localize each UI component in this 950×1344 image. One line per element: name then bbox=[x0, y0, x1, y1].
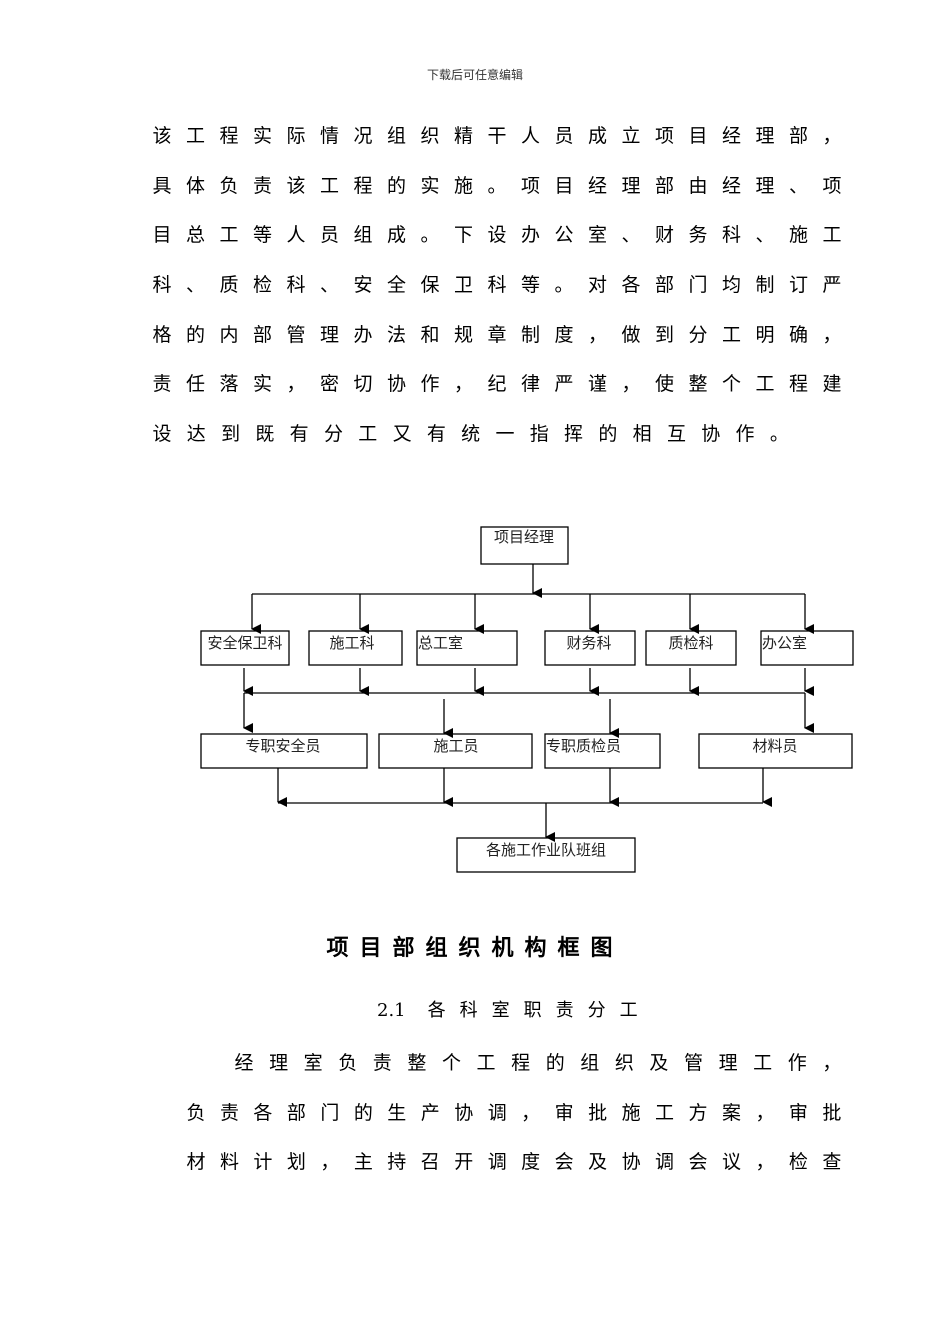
org-dept-label: 质检科 bbox=[668, 634, 713, 652]
body-paragraph-2: 经理室负责整个工程的组织及管理工作， 负责各部门的生产协调，审批施工方案，审批材料… bbox=[186, 1039, 842, 1188]
section-title: 各科室职责分工 bbox=[427, 1000, 652, 1021]
chart-title: 项目部组织机构框图 bbox=[326, 936, 624, 961]
section-number: 2.1 bbox=[377, 1000, 406, 1021]
paragraph-line: 责任落实，密切协作，纪律严谨，使整个工程建 bbox=[152, 373, 842, 396]
header-note: 下载后可任意编辑 bbox=[426, 68, 523, 82]
paragraph-line: 设达到既有分工又有统一指挥的相互协作。 bbox=[152, 423, 789, 446]
body-paragraph-1: 该工程实际情况组织精干人员成立项目经理部， 具体负责该工程的实施。项目经理部由经理… bbox=[152, 112, 842, 460]
org-staff-label: 施工员 bbox=[433, 737, 478, 755]
paragraph-line: 负责各部门的生产协调，审批施工方案，审批 bbox=[186, 1101, 842, 1124]
org-staff-label: 专职质检员 bbox=[546, 737, 621, 755]
org-dept-label: 总工室 bbox=[418, 634, 463, 652]
org-chart: 项目经理 安全保卫科 施工科 总工室 财务科 质检科 办公室 专职安全员 施工员… bbox=[200, 526, 854, 873]
paragraph-line: 格的内部管理办法和规章制度，做到分工明确， bbox=[152, 323, 842, 346]
org-root-box bbox=[480, 526, 569, 565]
paragraph-line: 该工程实际情况组织精干人员成立项目经理部， bbox=[152, 125, 842, 147]
org-dept-label: 施工科 bbox=[329, 634, 374, 652]
paragraph-line: 具体负责该工程的实施。项目经理部由经理、项 bbox=[152, 174, 842, 197]
paragraph-line: 材料计划，主持召开调度会及协调会议，检查 bbox=[186, 1151, 842, 1174]
paragraph-line: 经理室负责整个工程的组织及管理工作， bbox=[234, 1052, 842, 1074]
org-dept-label: 安全保卫科 bbox=[207, 634, 282, 652]
paragraph-line: 科、质检科、安全保卫科等。对各部门均制订严 bbox=[152, 274, 842, 297]
paragraph-line: 目总工等人员组成。下设办公室、财务科、施工 bbox=[152, 224, 842, 247]
section-heading: 2.1 各科室职责分工 bbox=[377, 996, 652, 1022]
org-bottom-label: 各施工作业队班组 bbox=[486, 841, 606, 859]
org-dept-label: 财务科 bbox=[566, 634, 611, 652]
org-staff-label: 材料员 bbox=[752, 737, 797, 755]
org-staff-label: 专职安全员 bbox=[245, 737, 320, 755]
org-dept-label: 办公室 bbox=[762, 634, 807, 652]
org-root-label: 项目经理 bbox=[494, 528, 554, 546]
